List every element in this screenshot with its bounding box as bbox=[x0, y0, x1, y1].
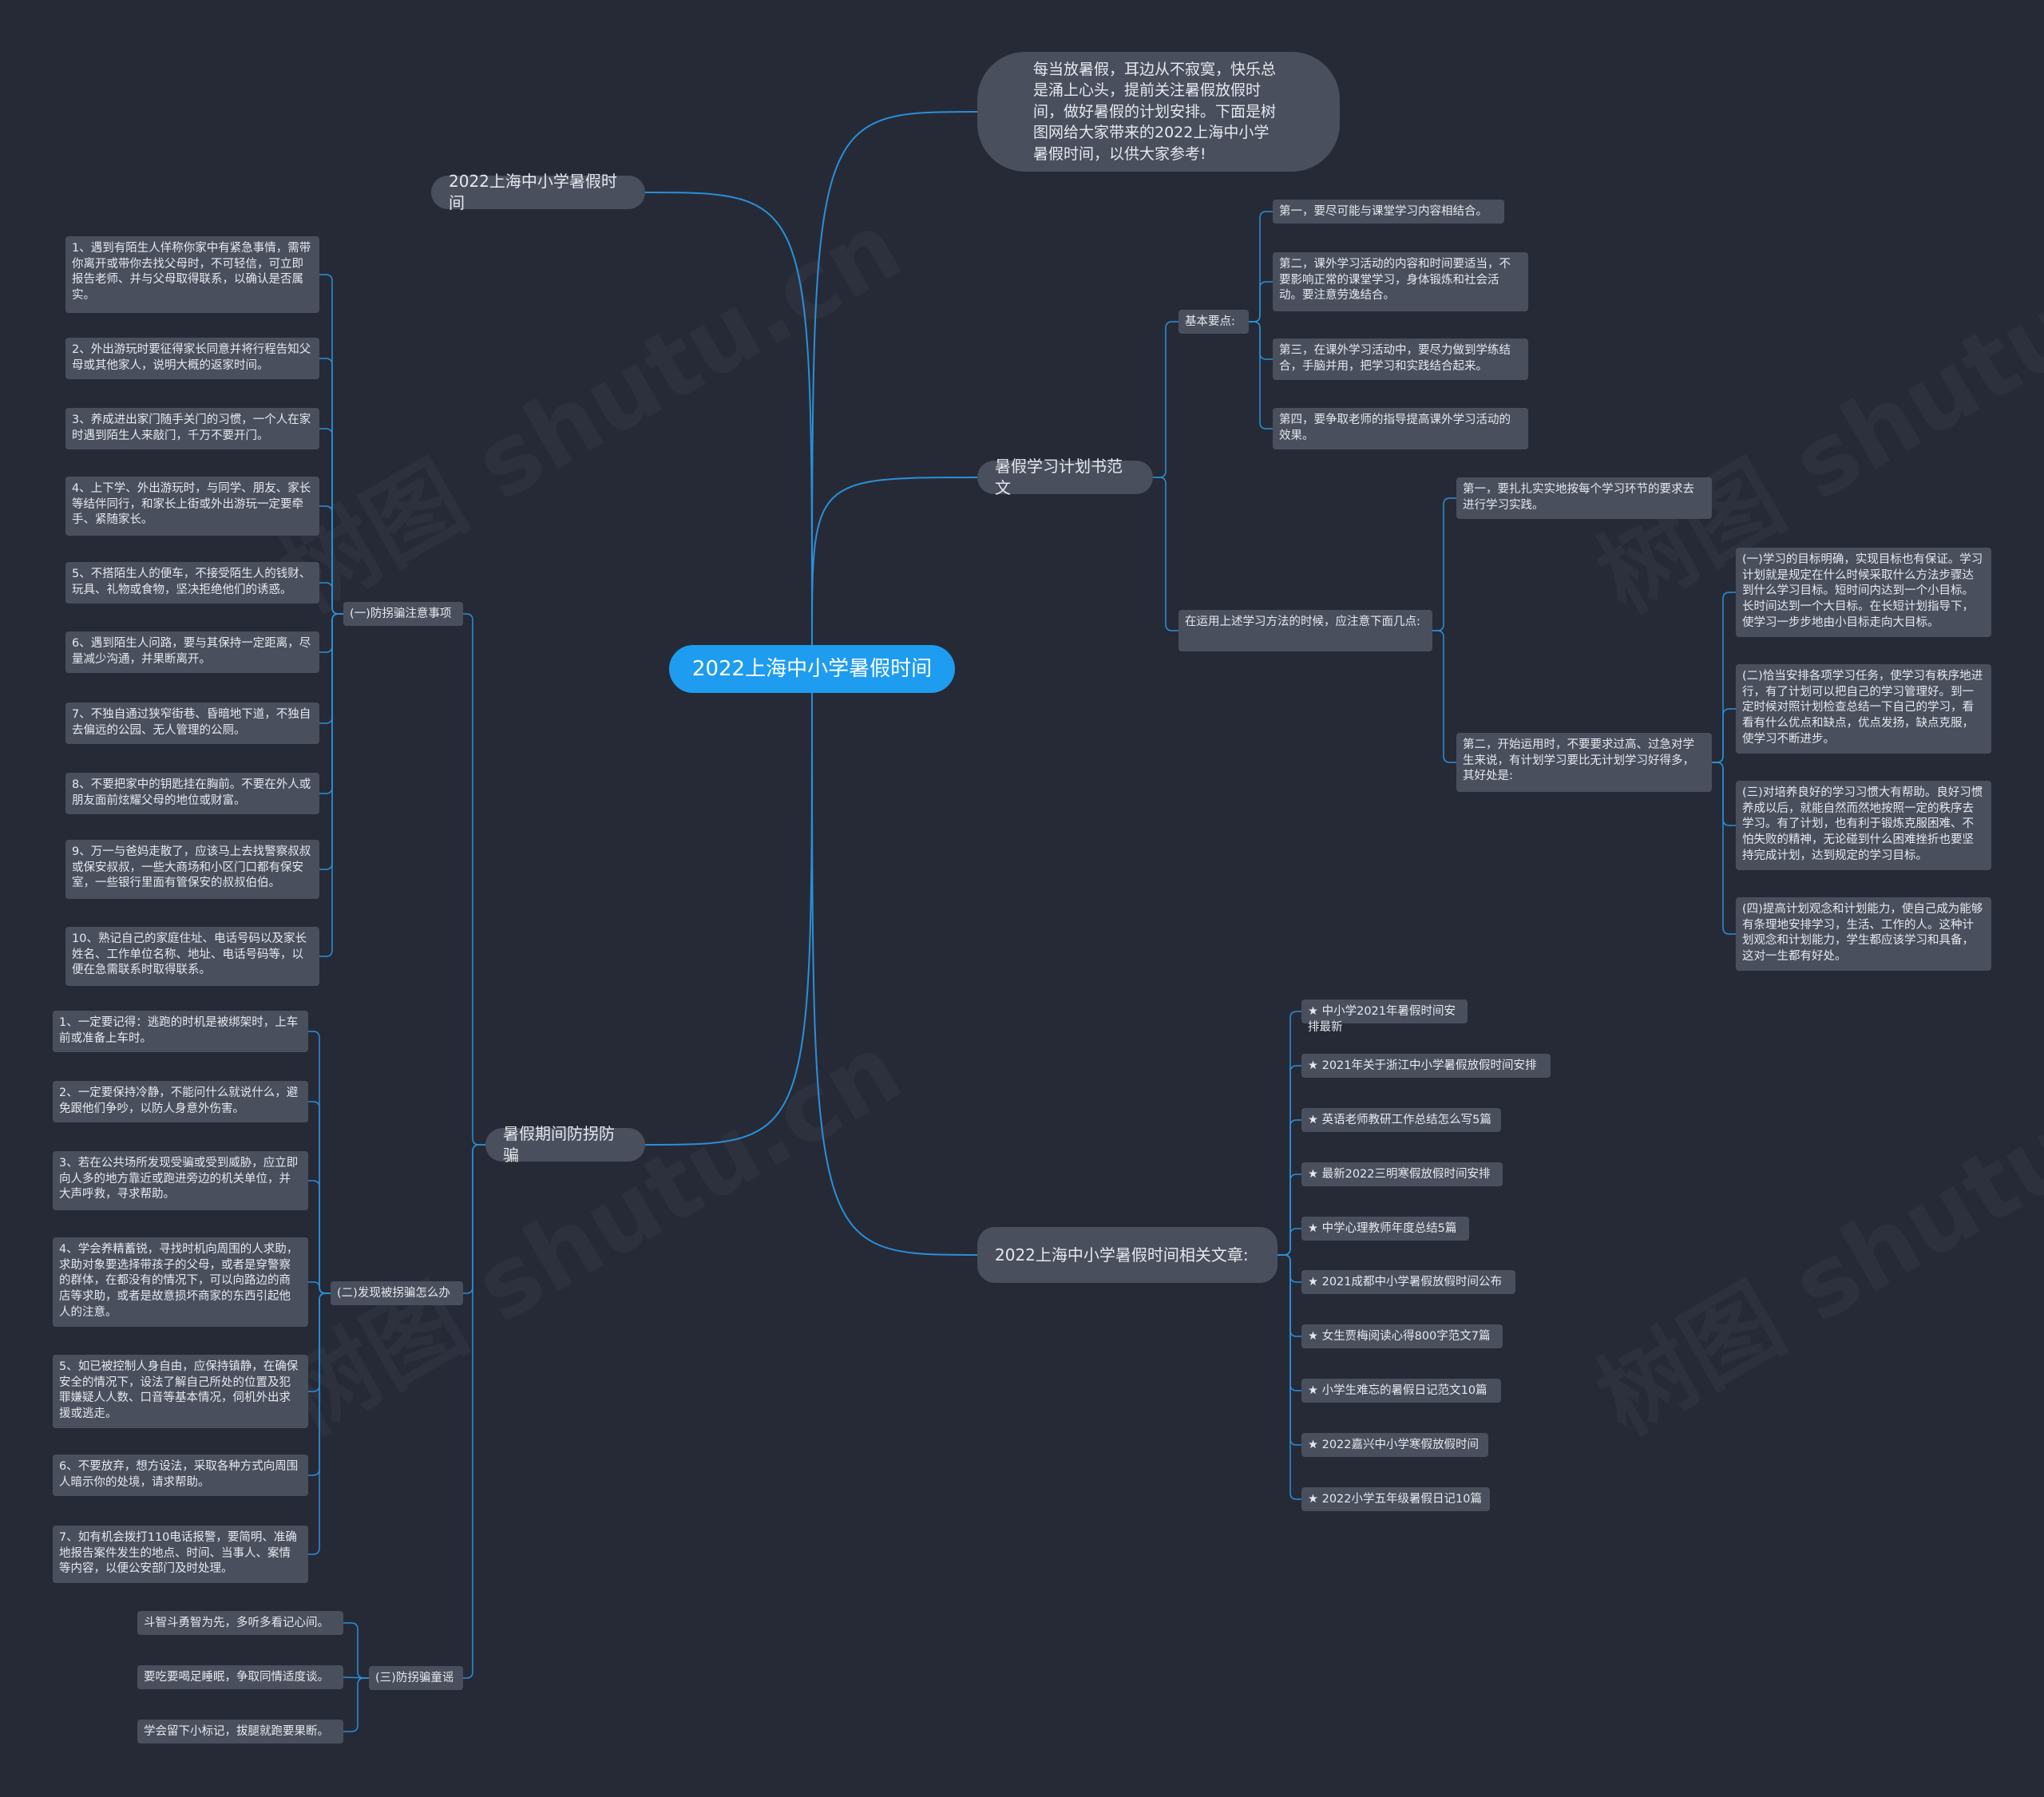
nursery-rhyme-item[interactable]: 斗智斗勇智为先，多听多看记心间。 bbox=[137, 1611, 343, 1635]
connector-line bbox=[1278, 1119, 1301, 1256]
connector-line bbox=[319, 613, 343, 794]
branch-summer-vacation-time[interactable]: 2022上海中小学暑假时间 bbox=[431, 172, 645, 212]
prevention-tip-item[interactable]: 7、不独自通过狭窄街巷、昏暗地下道，不独自去偏远的公园、无人管理的公厕。 bbox=[65, 703, 319, 744]
related-article-link[interactable]: ★ 2021年关于浙江中小学暑假放假时间安排 bbox=[1301, 1054, 1551, 1078]
connector-line bbox=[1249, 321, 1273, 360]
connector-line bbox=[811, 111, 978, 646]
connector-line bbox=[319, 358, 343, 615]
plan-basic-points[interactable]: 基本要点: bbox=[1178, 310, 1249, 334]
prevention-tip-item[interactable]: 9、万一与爸妈走散了，应该马上去找警察叔叔或保安叔叔，一些大商场和小区门口都有保… bbox=[65, 840, 319, 899]
connector-line bbox=[308, 1180, 331, 1294]
connector-line bbox=[1712, 708, 1736, 763]
group-prevention-tips[interactable]: (一)防拐骗注意事项 bbox=[343, 602, 463, 626]
connector-line bbox=[343, 1622, 369, 1679]
related-article-link[interactable]: ★ 中学心理教师年度总结5篇 bbox=[1301, 1217, 1469, 1241]
related-article-link[interactable]: ★ 英语老师教研工作总结怎么写5篇 bbox=[1301, 1108, 1501, 1132]
connector-line bbox=[1712, 592, 1736, 763]
apply-note-item[interactable]: 第二，开始运用时，不要要求过高、过急对学生来说，有计划学习要比无计划学习好得多，… bbox=[1456, 733, 1712, 792]
abducted-action-item[interactable]: 4、学会养精蓄锐，寻找时机向周围的人求助，求助对象要选择带孩子的父母，或者是穿警… bbox=[53, 1237, 308, 1327]
connector-line bbox=[1278, 1011, 1301, 1256]
prevention-tip-item[interactable]: 3、养成进出家门随手关门的习惯，一个人在家时遇到陌生人来敲门，千万不要开门。 bbox=[65, 408, 319, 449]
connector-line bbox=[319, 582, 343, 615]
root-topic[interactable]: 2022上海中小学暑假时间 bbox=[669, 645, 955, 693]
connector-line bbox=[463, 1144, 485, 1294]
connector-line bbox=[1278, 1254, 1301, 1446]
connector-line bbox=[343, 1677, 369, 1732]
group-if-abducted[interactable]: (二)发现被拐骗怎么办 bbox=[331, 1281, 463, 1305]
prevention-tip-item[interactable]: 2、外出游玩时要征得家长同意并将行程告知父母或其他家人，说明大概的返家时间。 bbox=[65, 338, 319, 379]
plan-apply-notes[interactable]: 在运用上述学习方法的时候，应注意下面几点: bbox=[1178, 610, 1432, 651]
abducted-action-item[interactable]: 3、若在公共场所发现受骗或受到威胁，应立即向人多的地方靠近或跑进旁边的机关单位，… bbox=[53, 1151, 308, 1210]
benefit-item[interactable]: (一)学习的目标明确，实现目标也有保证。学习计划就是规定在什么时候采取什么方法步… bbox=[1736, 548, 1991, 637]
branch-anti-abduction[interactable]: 暑假期间防拐防骗 bbox=[485, 1124, 645, 1165]
related-article-link[interactable]: ★ 2021成都中小学暑假放假时间公布 bbox=[1301, 1270, 1515, 1294]
related-article-link[interactable]: ★ 2022小学五年级暑假日记10篇 bbox=[1301, 1487, 1490, 1511]
basic-point-item[interactable]: 第一，要尽可能与课堂学习内容相结合。 bbox=[1273, 200, 1504, 224]
connector-line bbox=[644, 692, 813, 1146]
group-nursery-rhymes[interactable]: (三)防拐骗童谣 bbox=[369, 1666, 463, 1690]
connector-line bbox=[463, 613, 485, 1146]
intro-bubble[interactable]: 每当放暑假，耳边从不寂寞，快乐总是涌上心头，提前关注暑假放假时间，做好暑假的计划… bbox=[977, 52, 1340, 172]
connector-line bbox=[308, 1281, 331, 1294]
connector-line bbox=[1278, 1228, 1301, 1256]
prevention-tip-item[interactable]: 10、熟记自己的家庭住址、电话号码以及家长姓名、工作单位名称、地址、电话号码等，… bbox=[65, 927, 319, 986]
abducted-action-item[interactable]: 7、如有机会拨打110电话报警，要简明、准确地报告案件发生的地点、时间、当事人、… bbox=[53, 1526, 308, 1583]
connector-line bbox=[811, 477, 978, 646]
prevention-tip-item[interactable]: 1、遇到有陌生人佯称你家中有紧急事情，需带你离开或带你去找父母时，不可轻信，可立… bbox=[65, 236, 319, 313]
related-article-link[interactable]: ★ 中小学2021年暑假时间安排最新 bbox=[1301, 999, 1468, 1034]
abducted-action-item[interactable]: 5、如已被控制人身自由，应保持镇静，在确保安全的情况下，设法了解自己所处的位置及… bbox=[53, 1355, 308, 1428]
connector-line bbox=[319, 613, 343, 957]
connector-line bbox=[1278, 1174, 1301, 1256]
connector-line bbox=[463, 1144, 485, 1679]
connector-line bbox=[1278, 1254, 1301, 1391]
related-article-link[interactable]: ★ 女生贾梅阅读心得800字范文7篇 bbox=[1301, 1324, 1503, 1348]
basic-point-item[interactable]: 第四，要争取老师的指导提高课外学习活动的效果。 bbox=[1273, 408, 1528, 449]
connector-line bbox=[1432, 630, 1456, 763]
connector-line bbox=[1278, 1254, 1301, 1500]
branch-study-plan[interactable]: 暑假学习计划书范文 bbox=[977, 457, 1153, 497]
connector-line bbox=[319, 613, 343, 653]
nursery-rhyme-item[interactable]: 要吃要喝足睡眠，争取同情适度谈。 bbox=[137, 1665, 343, 1689]
connector-line bbox=[1249, 321, 1273, 429]
apply-note-item[interactable]: 第一，要扎扎实实地按每个学习环节的要求去进行学习实践。 bbox=[1456, 477, 1712, 519]
nursery-rhyme-item[interactable]: 学会留下小标记，拔腿就跑要果断。 bbox=[137, 1720, 343, 1744]
related-article-link[interactable]: ★ 小学生难忘的暑假日记范文10篇 bbox=[1301, 1379, 1501, 1403]
connector-line bbox=[1432, 497, 1456, 631]
benefit-item[interactable]: (三)对培养良好的学习习惯大有帮助。良好习惯养成以后，就能自然而然地按照一定的秩… bbox=[1736, 781, 1991, 870]
connector-line bbox=[308, 1292, 331, 1555]
basic-point-item[interactable]: 第二，课外学习活动的内容和时间要适当，不要影响正常的课堂学习，身体锻炼和社会活动… bbox=[1273, 252, 1528, 311]
connector-line bbox=[1153, 477, 1178, 631]
related-article-link[interactable]: ★ 2022嘉兴中小学寒假放假时间 bbox=[1301, 1433, 1488, 1457]
prevention-tip-item[interactable]: 6、遇到陌生人问路，要与其保持一定距离，尽量减少沟通，并果断离开。 bbox=[65, 631, 319, 673]
connector-line bbox=[1278, 1254, 1301, 1337]
connector-line bbox=[811, 692, 978, 1256]
connector-line bbox=[1712, 762, 1736, 826]
connector-line bbox=[644, 192, 813, 646]
benefit-item[interactable]: (二)恰当安排各项学习任务，使学习有秩序地进行，有了计划可以把自己的学习管理好。… bbox=[1736, 664, 1991, 754]
connector-line bbox=[319, 274, 343, 615]
branch-related-articles[interactable]: 2022上海中小学暑假时间相关文章: bbox=[977, 1227, 1278, 1283]
prevention-tip-item[interactable]: 4、上下学、外出游玩时，与同学、朋友、家长等结伴同行，和家长上街或外出游玩一定要… bbox=[65, 477, 319, 536]
prevention-tip-item[interactable]: 8、不要把家中的钥匙挂在胸前。不要在外人或朋友面前炫耀父母的地位或财富。 bbox=[65, 773, 319, 814]
connector-line bbox=[319, 613, 343, 724]
related-article-link[interactable]: ★ 最新2022三明寒假放假时间安排 bbox=[1301, 1162, 1503, 1186]
connector-line bbox=[1249, 211, 1273, 323]
connector-line bbox=[1153, 321, 1178, 478]
abducted-action-item[interactable]: 2、一定要保持冷静，不能问什么就说什么，避免跟他们争吵，以防人身意外伤害。 bbox=[53, 1081, 308, 1122]
abducted-action-item[interactable]: 6、不要放弃，想方设法，采取各种方式向周围人暗示你的处境，请求帮助。 bbox=[53, 1455, 308, 1496]
basic-point-item[interactable]: 第三，在课外学习活动中，要尽力做到学练结合，手脑并用，把学习和实践结合起来。 bbox=[1273, 338, 1528, 380]
connector-line bbox=[1249, 281, 1273, 323]
benefit-item[interactable]: (四)提高计划观念和计划能力，使自己成为能够有条理地安排学习，生活、工作的人。这… bbox=[1736, 897, 1991, 971]
connector-line bbox=[1712, 762, 1736, 935]
prevention-tip-item[interactable]: 5、不搭陌生人的便车，不接受陌生人的钱财、玩具、礼物或食物，坚决拒绝他们的诱惑。 bbox=[65, 562, 319, 604]
abducted-action-item[interactable]: 1、一定要记得：逃跑的时机是被绑架时，上车前或准备上车时。 bbox=[53, 1011, 308, 1052]
connector-line bbox=[1278, 1065, 1301, 1256]
connector-line bbox=[319, 505, 343, 615]
